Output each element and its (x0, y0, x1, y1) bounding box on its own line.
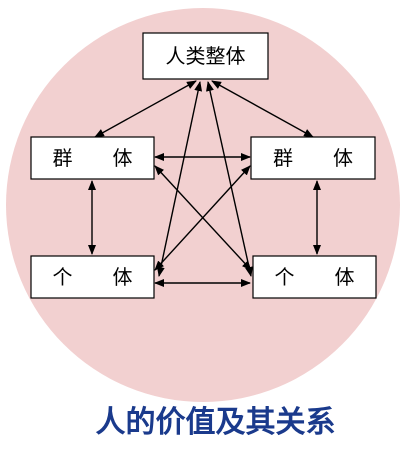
node-individual-right-label: 个 体 (275, 265, 355, 289)
node-individual-left-label: 个 体 (53, 265, 133, 289)
diagram-caption: 人的价值及其关系 (95, 405, 336, 440)
node-individual-right: 个 体 (252, 255, 377, 299)
node-group-right: 群 体 (250, 136, 376, 180)
node-group-left-label: 群 体 (53, 146, 133, 170)
connection-arrows (88, 80, 321, 287)
node-group-left: 群 体 (30, 136, 155, 180)
node-humanity-whole: 人类整体 (142, 32, 269, 80)
node-humanity-whole-label: 人类整体 (166, 44, 246, 68)
node-individual-left: 个 体 (30, 255, 155, 299)
node-group-right-label: 群 体 (273, 146, 353, 170)
arrow-group-right-individual-left (154, 165, 251, 271)
